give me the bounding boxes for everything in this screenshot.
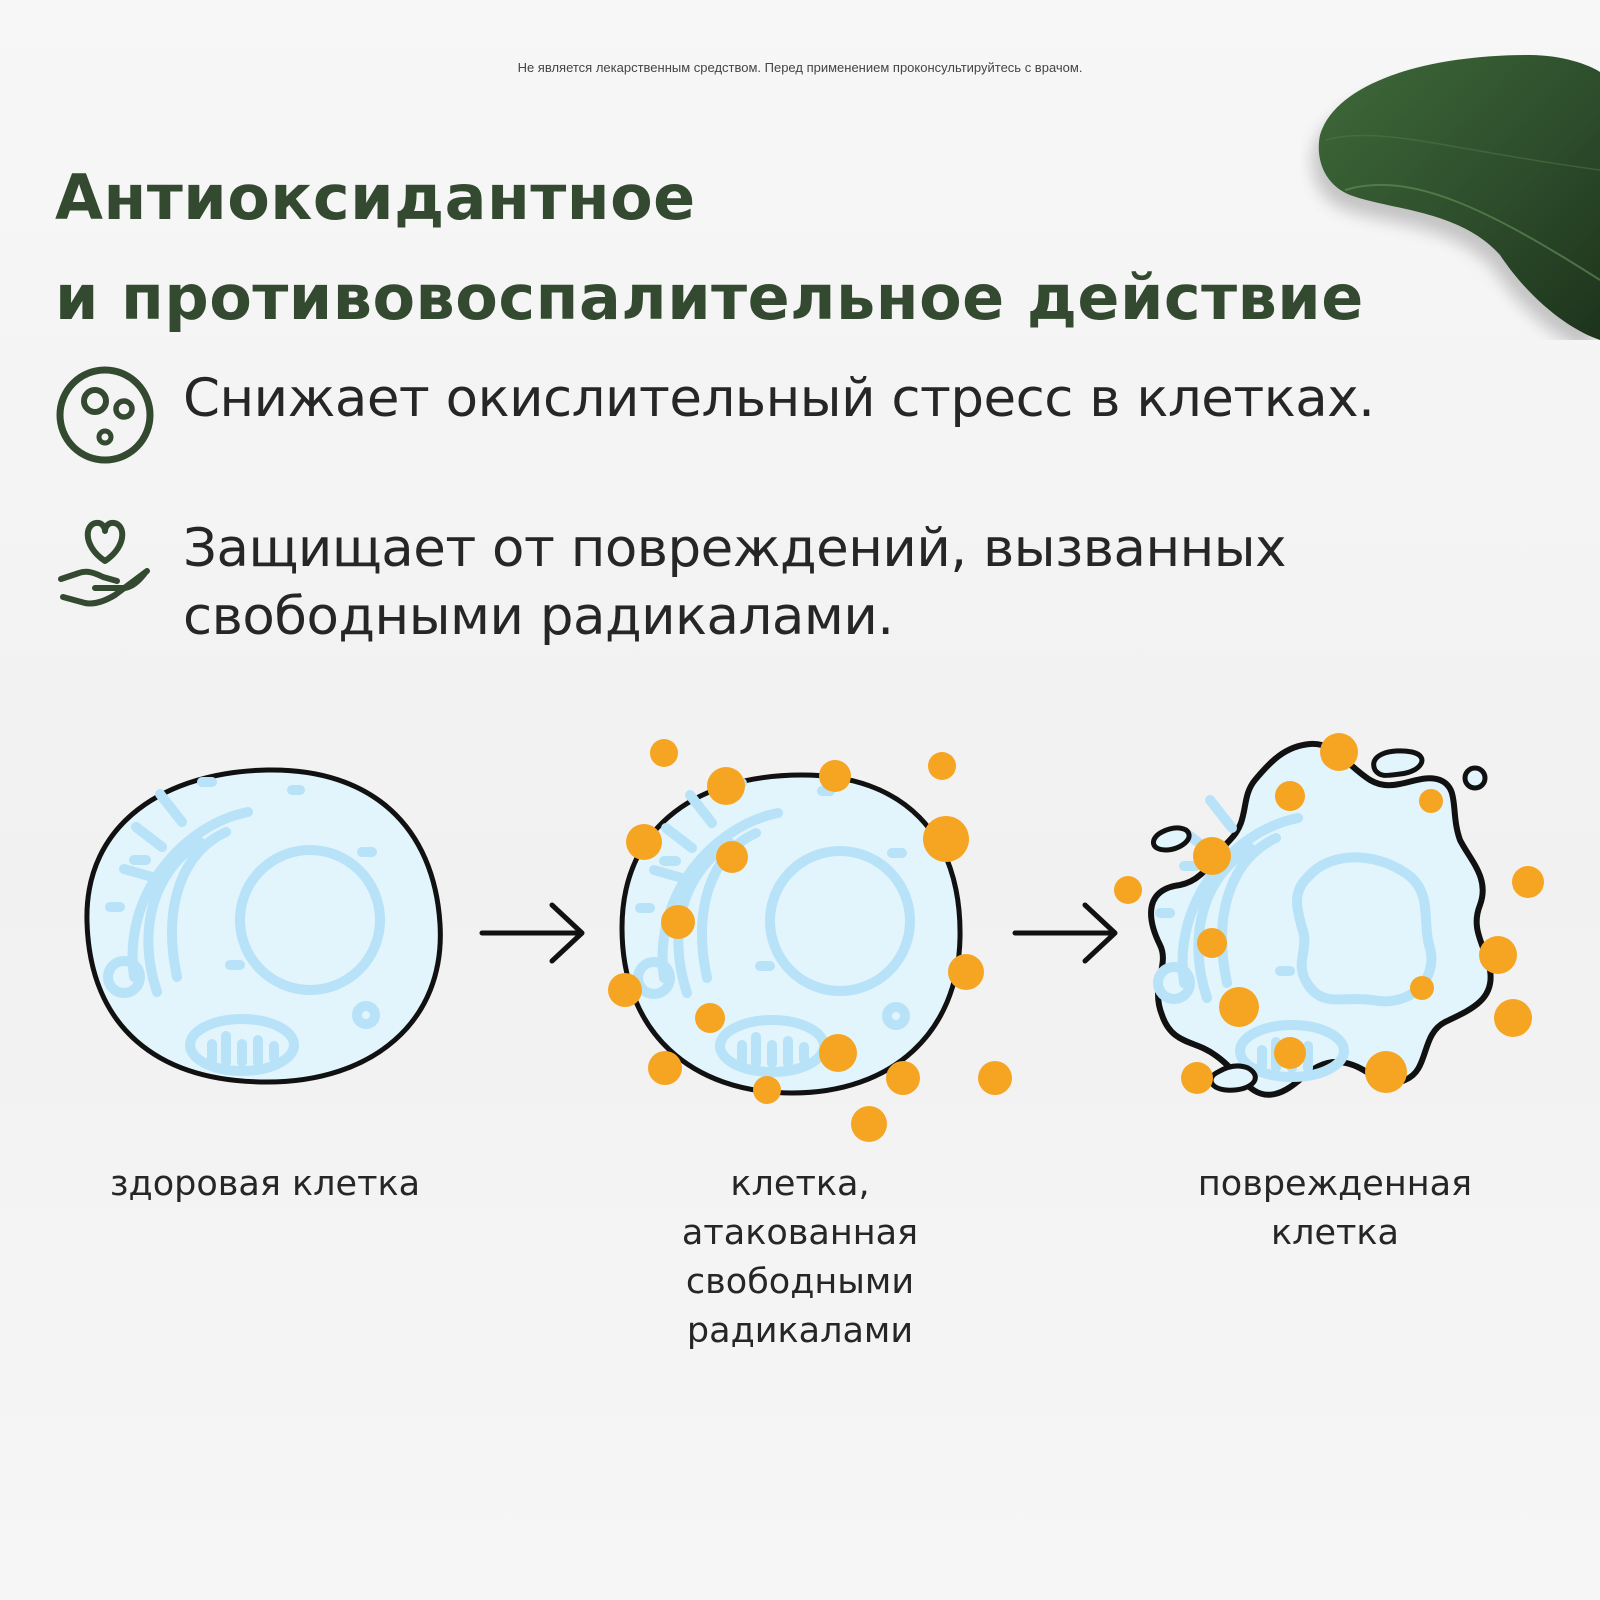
stage-2-line-3: свободными [685, 1262, 915, 1302]
feature-2-line-1: Защищает от повреждений, вызванных [183, 518, 1287, 579]
cells-icon [56, 366, 154, 464]
stage-3-line-1: поврежденная [1197, 1164, 1473, 1204]
leaf-icon [1312, 55, 1600, 340]
arrow-icon-2 [1012, 902, 1118, 964]
heart-hand-icon [58, 519, 150, 607]
title-line-2: и противовоспалительное действие [55, 261, 1364, 334]
feature-1-line-1: Снижает окислительный стресс в клетках. [183, 368, 1375, 429]
free-radicals-attacked [608, 739, 1012, 1142]
stage-label-healthy: здоровая клетка [75, 1160, 455, 1209]
stage-1-line-1: здоровая клетка [109, 1164, 421, 1204]
arrow-icon [479, 902, 585, 964]
healthy-cell [84, 767, 443, 1085]
page-title: Антиоксидантное и противовоспалительное … [55, 148, 1364, 348]
stage-label-damaged: поврежденная клетка [1135, 1160, 1535, 1258]
stage-2-line-2: атакованная [681, 1213, 919, 1253]
cell-diagram [84, 733, 1544, 1142]
stage-2-line-4: радикалами [686, 1311, 914, 1351]
feature-2-line-2: свободными радикалами. [183, 586, 894, 647]
disclaimer: Не является лекарственным средством. Пер… [517, 60, 1083, 75]
stage-2-line-1: клетка, [730, 1164, 870, 1204]
free-radicals-damaged [1114, 733, 1544, 1094]
stage-3-line-2: клетка [1270, 1213, 1400, 1253]
feature-oxidative-stress: Снижает окислительный стресс в клетках. [55, 365, 1375, 465]
feature-free-radicals: Защищает от повреждений, вызванных свобо… [55, 515, 1287, 651]
stage-label-attacked: клетка, атакованная свободными радикалам… [610, 1160, 990, 1356]
title-line-1: Антиоксидантное [55, 161, 696, 234]
